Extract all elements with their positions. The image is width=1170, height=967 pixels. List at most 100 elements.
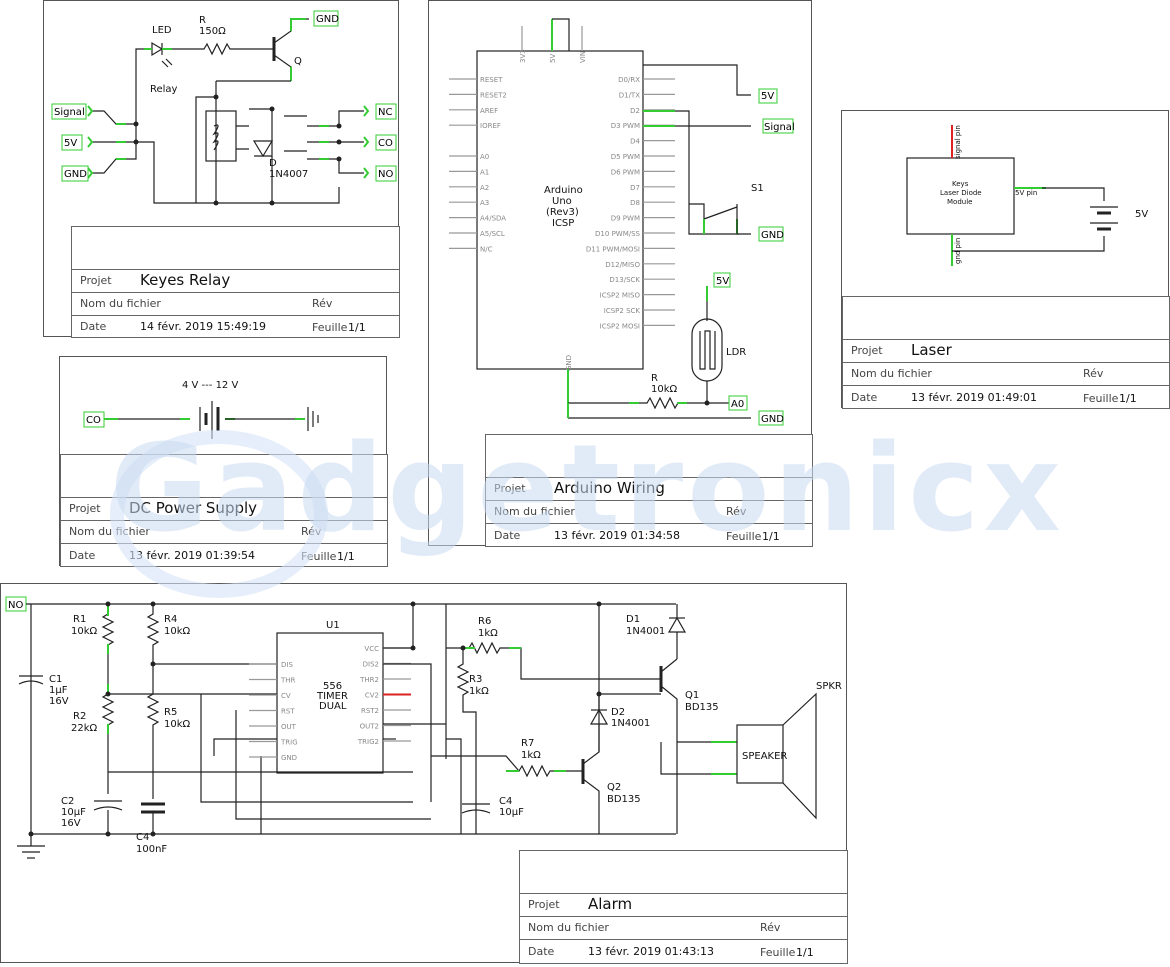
pin-label: ICSP2 MISO	[600, 292, 641, 300]
net-5v-top: 5V	[761, 91, 774, 102]
projet-key: Projet	[69, 502, 101, 515]
d2-value: 1N4001	[611, 718, 650, 729]
r1-value: 10kΩ	[71, 626, 98, 637]
projet-value: Laser	[911, 341, 952, 359]
fichier-key: Nom du fichier	[494, 505, 575, 518]
c2-value2: 16V	[61, 818, 81, 829]
feuille-value: 1/1	[1119, 392, 1137, 405]
c4b-label: C4	[499, 796, 512, 807]
pin-label: D1/TX	[619, 91, 640, 99]
ldr-icon	[691, 318, 723, 382]
speaker-label: SPEAKER	[742, 751, 787, 762]
feuille-key: Feuille	[312, 321, 348, 334]
s1-label: S1	[751, 183, 764, 194]
pin-label: D10 PWM/SS	[595, 230, 641, 238]
power-schematic: CO 4 V --- 12 V	[83, 380, 319, 439]
net-co: CO	[378, 138, 393, 149]
d1-icon	[667, 616, 687, 633]
net-5v-ldr: 5V	[716, 276, 729, 287]
gnd-pin-label: gnd pin	[954, 238, 962, 264]
r7-label: R7	[521, 738, 534, 749]
fichier-key: Nom du fichier	[851, 367, 932, 380]
pin-label: THR2	[359, 676, 379, 684]
pin-label: OUT2	[360, 723, 379, 731]
projet-key: Projet	[80, 274, 112, 287]
led-label: LED	[152, 25, 172, 36]
r4-label: R4	[164, 614, 177, 625]
q1-value: BD135	[685, 702, 719, 713]
laser-schematic: 5V Keys Laser Diode Module signal pin 5V…	[906, 125, 1148, 266]
ic-label-3: DUAL	[319, 701, 347, 712]
pin-label: THR	[280, 677, 296, 685]
r5-label: R5	[164, 707, 177, 718]
pin-label: ICSP2 MOSI	[600, 322, 640, 330]
pin-label: D13/SCK	[609, 276, 640, 284]
fichier-key: Nom du fichier	[69, 525, 150, 538]
pin-label: A5/SCL	[480, 230, 505, 238]
relay-schematic: LED R 150Ω Relay Q D 1N4007 GND Signal 5…	[51, 10, 397, 206]
signal-pin-label: signal pin	[954, 125, 962, 159]
pin-label: D6 PWM	[611, 168, 640, 176]
feuille-key: Feuille	[301, 550, 337, 563]
r4-value: 10kΩ	[164, 626, 191, 637]
module-label-1: Keys	[952, 180, 969, 188]
pin-label: D3 PWM	[611, 122, 640, 130]
net-gnd: GND	[64, 169, 87, 180]
pin-label: D9 PWM	[611, 215, 640, 223]
net-5v: 5V	[64, 138, 77, 149]
q2-value: BD135	[607, 794, 641, 805]
projet-key: Projet	[494, 482, 526, 495]
pin-label: A4/SDA	[480, 215, 506, 223]
rev-key: Rév	[301, 525, 322, 538]
rev-key: Rév	[726, 505, 747, 518]
c2-value1: 10µF	[61, 807, 86, 818]
projet-value: Keyes Relay	[140, 271, 231, 289]
u1-chip	[276, 632, 384, 774]
pin-label: CV	[281, 692, 291, 700]
rev-key: Rév	[1083, 367, 1104, 380]
alarm-schematic: NO C1 1µF 16V R1 10kΩ R2 22kΩ C2 10µF 16…	[5, 596, 842, 859]
pin-label: GND	[281, 754, 297, 762]
net-a0: A0	[731, 399, 744, 410]
r-label: R	[199, 15, 206, 26]
date-key: Date	[528, 945, 555, 958]
net-no: NO	[378, 169, 393, 180]
q1-label: Q1	[685, 690, 699, 701]
projet-value: DC Power Supply	[129, 499, 258, 517]
pin-label: N/C	[480, 245, 493, 253]
pin-label: RESET	[480, 76, 503, 84]
r6-label: R6	[478, 616, 491, 627]
r3-label: R3	[469, 674, 482, 685]
d1-value: 1N4001	[626, 626, 665, 637]
u1-label: U1	[326, 620, 340, 631]
r3-value: 1kΩ	[469, 686, 489, 697]
r7-value: 1kΩ	[521, 750, 541, 761]
laser-module	[906, 157, 1015, 235]
feuille-value: 1/1	[796, 946, 814, 959]
pin-vin: VIN	[579, 51, 587, 63]
pin-label: CV2	[365, 692, 379, 700]
pin-label: D8	[630, 199, 640, 207]
feuille-value: 1/1	[337, 550, 355, 563]
diode-icon	[252, 140, 274, 158]
feuille-key: Feuille	[760, 946, 796, 959]
sheet-keyes-relay: LED R 150Ω Relay Q D 1N4007 GND Signal 5…	[43, 0, 400, 338]
pin-3v3: 3V3	[519, 49, 527, 63]
projet-value: Alarm	[588, 895, 633, 913]
net-signal: Signal	[764, 122, 795, 133]
date-value: 13 févr. 2019 01:43:13	[588, 945, 715, 958]
net-gnd-top: GND	[316, 14, 339, 25]
q2-label: Q2	[607, 782, 621, 793]
c2-label: C2	[61, 796, 74, 807]
chip-sub3: ICSP	[552, 218, 574, 229]
projet-key: Projet	[851, 344, 883, 357]
r2-value: 22kΩ	[71, 723, 98, 734]
c1-label: C1	[49, 674, 62, 685]
speaker-icon	[782, 692, 817, 820]
feuille-value: 1/1	[762, 530, 780, 543]
pin-label: AREF	[480, 107, 498, 115]
